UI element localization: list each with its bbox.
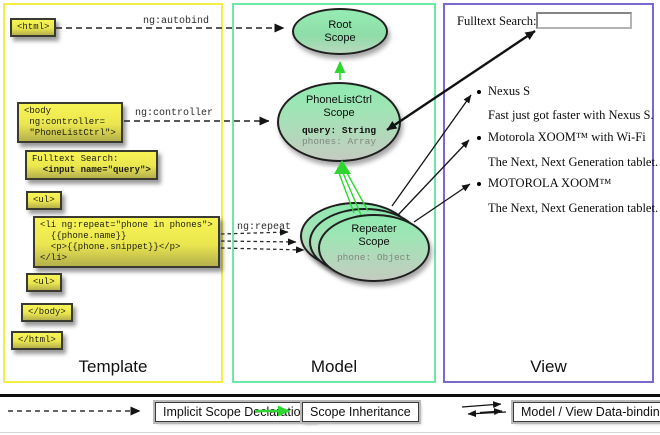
- ul-close-tag-box: <ul>: [26, 273, 62, 292]
- legend-databind-arrow-left: [467, 410, 507, 418]
- phones-array-prop: phones: Array: [301, 136, 377, 147]
- ul-open-tag-box: <ul>: [26, 191, 62, 210]
- fulltext-search-code-box: Fulltext Search: <input name="query">: [25, 150, 158, 180]
- root-scope-ellipse: Root Scope: [292, 8, 388, 55]
- fulltext-code-label: Fulltext Search:: [32, 154, 119, 164]
- phone-snippet: Fast just got faster with Nexus S.: [488, 108, 654, 122]
- phone-object-prop: phone: Object: [336, 252, 412, 263]
- input-tag-code: <input name="query">: [32, 165, 151, 175]
- root-scope-title: Root Scope: [324, 18, 356, 44]
- legend-implicit-scope-declaration: Implicit Scope Declaration: [153, 400, 318, 424]
- legend-separator-line: [0, 394, 660, 397]
- fulltext-search-label: Fulltext Search:: [457, 14, 537, 28]
- html-close-tag-box: </html>: [11, 331, 63, 350]
- legend-scope-inheritance: Scope Inheritance: [300, 400, 421, 424]
- repeater-scope-title: Repeater Scope: [351, 223, 397, 248]
- legend-model-view-data-binding: Model / View Data-binding: [511, 400, 660, 424]
- ng-controller-label: ng:controller: [135, 108, 214, 119]
- ng-repeat-label: ng:repeat: [237, 222, 292, 233]
- query-string-prop: query: String: [301, 125, 377, 136]
- bullet-icon: [477, 182, 481, 186]
- model-panel: Model: [232, 3, 436, 383]
- ng-autobind-label: ng:autobind: [143, 16, 210, 27]
- phonelistctrl-scope-title: PhoneListCtrl Scope: [305, 94, 373, 119]
- view-panel-title: View: [530, 357, 567, 376]
- li-repeat-code-box: <li ng:repeat="phone in phones"> {{phone…: [33, 216, 220, 268]
- phonelistctrl-scope-ellipse: PhoneListCtrl Scope query: String phones…: [277, 82, 401, 162]
- bottom-edge-line: [0, 432, 660, 433]
- body-open-tag-box: <body ng:controller= "PhoneListCtrl">: [17, 102, 123, 143]
- phone-name: Nexus S: [488, 84, 531, 98]
- html-open-tag-box: <html>: [10, 18, 57, 37]
- bullet-icon: [477, 90, 481, 94]
- phone-name: Motorola XOOM™ with Wi-Fi: [488, 130, 646, 144]
- legend-databind-arrow-right: [461, 401, 502, 409]
- legend-databind-arrow-right2: [479, 408, 503, 416]
- model-panel-title: Model: [310, 357, 358, 376]
- template-panel-title: Template: [78, 357, 148, 376]
- bullet-icon: [477, 136, 481, 140]
- fulltext-search-input[interactable]: [536, 12, 632, 29]
- phone-snippet: The Next, Next Generation tablet.: [488, 201, 659, 215]
- phone-name: MOTOROLA XOOM™: [488, 176, 612, 190]
- phone-snippet: The Next, Next Generation tablet.: [488, 155, 659, 169]
- repeater-scope-ellipse: Repeater Scope phone: Object: [318, 214, 430, 282]
- body-close-tag-box: </body>: [21, 303, 73, 322]
- view-panel: View: [443, 3, 654, 383]
